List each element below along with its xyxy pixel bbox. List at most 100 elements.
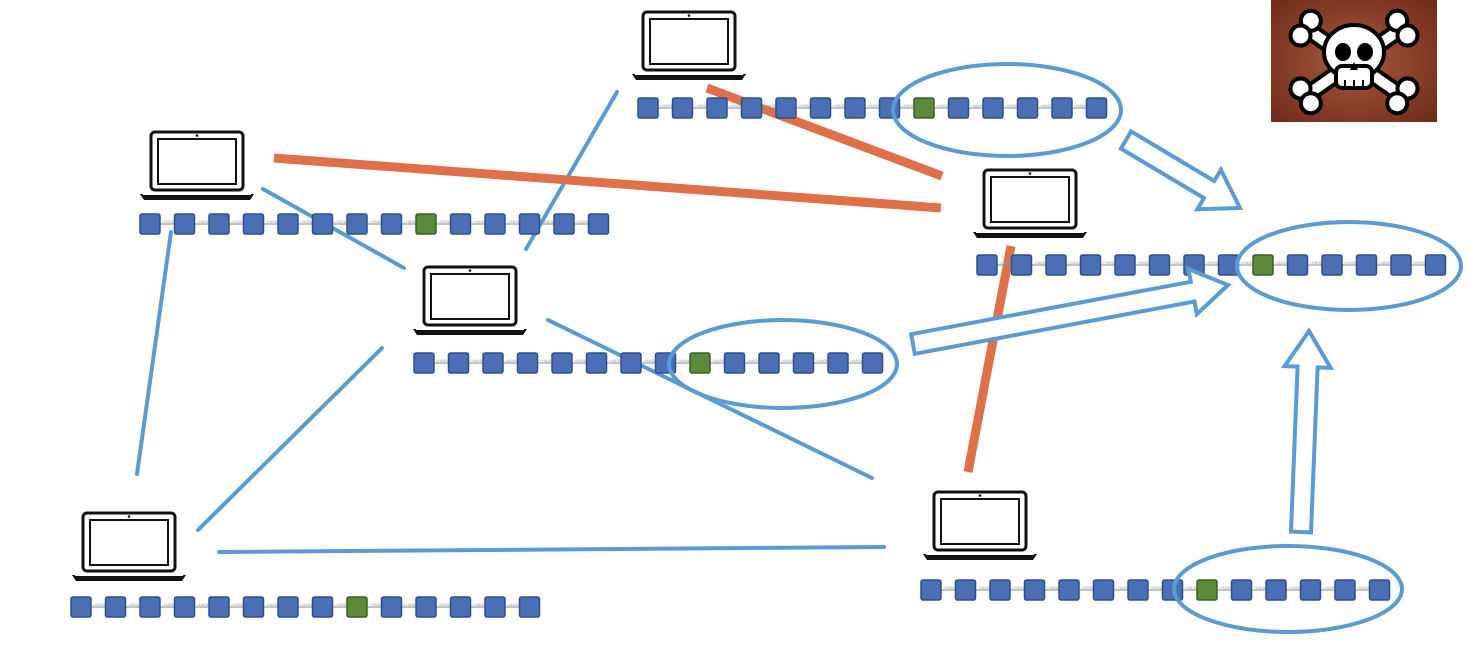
block: [976, 254, 998, 276]
block: [792, 352, 815, 374]
chain-link-label: =HASH=: [197, 602, 213, 607]
block: [380, 596, 403, 618]
chain-link-label: =HASH=: [1005, 103, 1021, 108]
block: [516, 352, 539, 374]
chain-link-label: =HASH=: [505, 358, 521, 363]
laptop-icon: [921, 490, 1039, 562]
chain-link-label: =HASH=: [1116, 585, 1132, 590]
block: [1334, 579, 1356, 601]
connection-line: [217, 545, 886, 554]
block: [587, 213, 610, 235]
highlighted-block: [346, 596, 368, 618]
block: [1230, 579, 1253, 601]
block: [484, 596, 506, 618]
block: [518, 596, 541, 618]
chain-link-label: =HASH=: [902, 103, 918, 108]
block: [518, 213, 541, 235]
chain-link-label: =HASH=: [404, 602, 420, 607]
laptop-icon: [411, 265, 529, 337]
highlight-ellipse: [667, 318, 899, 410]
chain-link-label: =HASH=: [404, 219, 420, 224]
highlight-ellipse: [1235, 220, 1463, 312]
chain-link-label: =HASH=: [999, 260, 1015, 265]
block: [242, 596, 265, 618]
block: [380, 213, 403, 235]
laptops: [70, 10, 1089, 583]
chain-link-label: =HASH=: [798, 103, 814, 108]
chain-link-label: =HASH=: [1150, 585, 1166, 590]
block: [758, 352, 780, 374]
chain-link-label: =HASH=: [609, 358, 625, 363]
chain-link-label: =HASH=: [369, 602, 385, 607]
blockchain: =HASH= =HASH= =HASH= =HASH= =HASH= =HASH= =HAS…: [637, 97, 1108, 119]
chain-link-label: =HASH=: [1081, 585, 1097, 590]
highlight-ellipse: [891, 62, 1123, 158]
block: [1390, 254, 1412, 276]
chain-link-label: =HASH=: [1241, 260, 1257, 265]
chain-link-label: =HASH=: [978, 585, 994, 590]
chain-link-label: =HASH=: [729, 103, 745, 108]
block: [775, 97, 797, 119]
block: [484, 213, 506, 235]
hollow-arrow: [1118, 128, 1244, 212]
block: [208, 596, 230, 618]
block: [139, 213, 161, 235]
chain-link-label: =HASH=: [1323, 585, 1339, 590]
highlighted-block: [1252, 254, 1274, 276]
block: [104, 596, 127, 618]
block: [671, 97, 694, 119]
chain-link-label: =HASH=: [1275, 260, 1291, 265]
chain-link-label: =HASH=: [162, 219, 178, 224]
chain-link-label: =HASH=: [1219, 585, 1235, 590]
hollow-arrow: [1280, 327, 1335, 535]
attacker-links: [273, 83, 1016, 473]
chain-link-label: =HASH=: [1074, 103, 1090, 108]
block: [70, 596, 92, 618]
blockchain: =HASH= =HASH= =HASH= =HASH= =HASH= =HASH= =HAS…: [920, 579, 1391, 601]
block: [1051, 97, 1073, 119]
chain-link-label: =HASH=: [266, 602, 282, 607]
highlighted-block: [689, 352, 711, 374]
blockchain: =HASH==HASH==HASH==HASH==HASH==HASH==HAS…: [70, 596, 541, 618]
chain-link-label: =HASH=: [93, 602, 109, 607]
block: [173, 213, 196, 235]
block: [173, 596, 196, 618]
block: [139, 596, 161, 618]
block: [1127, 579, 1149, 601]
chain-link-label: =HASH=: [943, 585, 959, 590]
block: [551, 352, 573, 374]
chain-link-label: =HASH=: [438, 602, 454, 607]
laptop-icon: [630, 10, 748, 82]
block: [1092, 579, 1115, 601]
block: [413, 352, 435, 374]
block: [954, 579, 977, 601]
block: [585, 352, 608, 374]
block: [1265, 579, 1287, 601]
chain-link-label: =HASH=: [369, 219, 385, 224]
blockchain: =HASH==HASH==HASH==HASH==HASH==HASH==HAS…: [139, 213, 610, 235]
chain-link-label: =HASH=: [1034, 260, 1050, 265]
block: [277, 213, 299, 235]
block: [449, 213, 472, 235]
chain-link-label: =HASH=: [1344, 260, 1360, 265]
hollow-arrow: [908, 265, 1232, 357]
block: [827, 352, 849, 374]
block: [861, 352, 884, 374]
connection-line: [524, 90, 619, 251]
block: [844, 97, 866, 119]
chain-link-label: =HASH=: [936, 103, 952, 108]
block: [1355, 254, 1378, 276]
block: [346, 213, 368, 235]
chain-link-label: =HASH=: [660, 103, 676, 108]
block: [947, 97, 970, 119]
chain-link-label: =HASH=: [300, 219, 316, 224]
blockchain: =HASH= =HASH= =HASH= =HASH= =HASH= =HASH= =HAS…: [976, 254, 1447, 276]
chain-link-label: =HASH=: [231, 219, 247, 224]
chain-link-label: =HASH=: [695, 103, 711, 108]
chain-link-label: =HASH=: [1206, 260, 1222, 265]
block: [1148, 254, 1171, 276]
connection-line: [135, 230, 173, 476]
block: [1286, 254, 1309, 276]
chain-link-label: =HASH=: [1310, 260, 1326, 265]
